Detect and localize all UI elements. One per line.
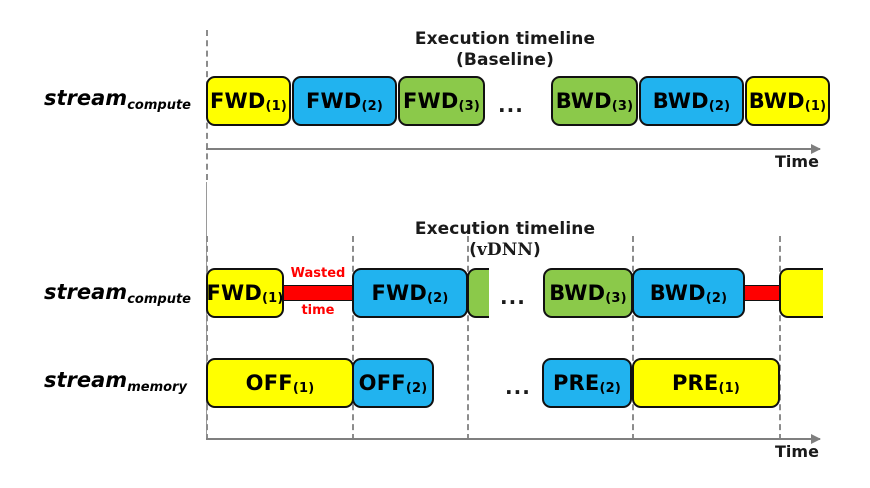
- vdnn-compute-ellipsis: ...: [500, 285, 526, 309]
- vdnn-title-line1: Execution timeline: [414, 219, 596, 239]
- block-sub: (1): [292, 380, 315, 396]
- block-label: OFF: [245, 371, 293, 395]
- block-sub: (2): [708, 98, 731, 114]
- block-sub: (1): [265, 98, 288, 114]
- block-bwd-3-baseline[interactable]: BWD(3): [551, 76, 638, 126]
- block-bwd-3-vdnn[interactable]: BWD(3): [543, 268, 633, 318]
- block-bwd-2-baseline[interactable]: BWD(2): [639, 76, 744, 126]
- block-label: FWD: [206, 281, 263, 305]
- block-off-1[interactable]: OFF(1): [206, 358, 354, 408]
- vdnn-guide-line-t1: [352, 236, 354, 440]
- stream-word: stream: [44, 280, 128, 304]
- block-label: OFF: [358, 371, 406, 395]
- block-fwd-1-baseline[interactable]: FWD(1): [206, 76, 291, 126]
- wasted-time-bar-1: [283, 285, 353, 301]
- block-bwd-2-vdnn[interactable]: BWD(2): [632, 268, 745, 318]
- vdnn-guide-line-t3: [632, 236, 634, 440]
- block-fwd-3-partial-vdnn[interactable]: [467, 268, 489, 318]
- block-fwd-2-vdnn[interactable]: FWD(2): [352, 268, 468, 318]
- block-label: FWD: [402, 89, 459, 113]
- vdnn-title: Execution timeline (vDNN): [340, 198, 670, 282]
- vdnn-time-axis: [206, 434, 821, 444]
- block-sub: (3): [611, 98, 634, 114]
- block-label: FWD: [305, 89, 362, 113]
- baseline-title-line1: Execution timeline: [414, 29, 596, 49]
- baseline-time-axis: [206, 144, 821, 154]
- stream-subscript: compute: [127, 98, 191, 113]
- block-label: BWD: [652, 89, 709, 113]
- axis-arrowhead-icon: [811, 434, 821, 444]
- block-sub: (1): [718, 380, 741, 396]
- block-sub: (1): [804, 98, 827, 114]
- block-label: PRE: [552, 371, 600, 395]
- stream-word: stream: [44, 86, 128, 110]
- baseline-ellipsis: ...: [498, 93, 524, 117]
- vdnn-title-line2: (vDNN): [469, 240, 541, 260]
- vdnn-title-acronym: vDNN: [476, 240, 534, 260]
- vdnn-stream-compute-label: streamcompute: [44, 280, 191, 307]
- block-label: BWD: [748, 89, 805, 113]
- stream-subscript: compute: [127, 292, 191, 307]
- block-bwd-1-partial-vdnn[interactable]: [779, 268, 823, 318]
- block-label: BWD: [549, 281, 606, 305]
- vdnn-guide-line-t0: [206, 236, 208, 440]
- vdnn-stream-memory-label: streammemory: [44, 368, 187, 395]
- block-pre-1[interactable]: PRE(1): [632, 358, 780, 408]
- block-pre-2[interactable]: PRE(2): [542, 358, 632, 408]
- vdnn-time-label: Time: [775, 442, 819, 461]
- block-sub: (2): [361, 98, 384, 114]
- block-sub: (2): [705, 290, 728, 306]
- block-label: PRE: [671, 371, 719, 395]
- wasted-time-label-bottom: time: [301, 303, 335, 318]
- baseline-title: Execution timeline (Baseline): [340, 8, 670, 92]
- block-label: FWD: [209, 89, 266, 113]
- block-fwd-3-baseline[interactable]: FWD(3): [398, 76, 485, 126]
- block-sub: (2): [599, 380, 622, 396]
- block-sub: (2): [427, 290, 449, 306]
- block-off-2[interactable]: OFF(2): [352, 358, 434, 408]
- block-label: BWD: [555, 89, 612, 113]
- wasted-time-bar-2: [744, 285, 782, 301]
- block-label: FWD: [371, 281, 427, 305]
- block-label: BWD: [649, 281, 706, 305]
- vdnn-memory-ellipsis: ...: [505, 375, 531, 399]
- block-bwd-1-baseline[interactable]: BWD(1): [745, 76, 830, 126]
- axis-arrowhead-icon: [811, 144, 821, 154]
- wasted-time-label-top: Wasted: [290, 266, 346, 281]
- block-fwd-2-baseline[interactable]: FWD(2): [292, 76, 397, 126]
- baseline-title-line2: (Baseline): [456, 50, 554, 70]
- baseline-stream-compute-label: streamcompute: [44, 86, 191, 113]
- vdnn-guide-line-t4: [779, 236, 781, 440]
- baseline-time-label: Time: [775, 152, 819, 171]
- stream-word: stream: [44, 368, 128, 392]
- block-sub: (1): [262, 290, 284, 306]
- block-sub: (3): [605, 290, 627, 306]
- block-fwd-1-vdnn[interactable]: FWD(1): [206, 268, 284, 318]
- baseline-panel-frame: [206, 148, 820, 184]
- stream-subscript: memory: [127, 380, 187, 395]
- block-sub: (2): [405, 380, 428, 396]
- block-sub: (3): [458, 98, 481, 114]
- vdnn-guide-line-t2: [467, 236, 469, 440]
